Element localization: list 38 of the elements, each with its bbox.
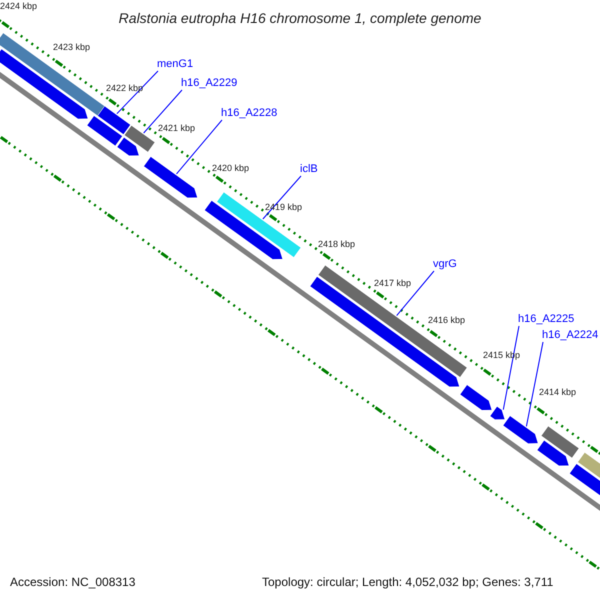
gene-feature bbox=[216, 192, 302, 258]
scale-label: 2423 kbp bbox=[53, 43, 90, 52]
leader-line bbox=[116, 70, 158, 114]
leader-line bbox=[262, 176, 302, 220]
gene-feature bbox=[116, 137, 140, 156]
leader-line bbox=[526, 342, 544, 427]
gene-feature bbox=[536, 440, 570, 466]
scale-label: 2414 kbp bbox=[539, 388, 576, 397]
gene-label: h16_A2224 bbox=[542, 330, 598, 341]
scale-label: 2420 kbp bbox=[212, 164, 250, 173]
gene-feature bbox=[490, 406, 506, 420]
gene-label: vgrG bbox=[433, 259, 457, 270]
gene-label: h16_A2225 bbox=[518, 314, 574, 325]
leader-line bbox=[143, 90, 182, 134]
gene-feature bbox=[0, 32, 105, 116]
gene-label: iclB bbox=[300, 164, 318, 175]
scale-label: 2421 kbp bbox=[158, 124, 196, 133]
leader-line bbox=[502, 326, 520, 410]
footer-text: Topology: circular; Length: 4,052,032 bp; Genes: 3,711 bbox=[262, 576, 554, 588]
gene-label: h16_A2229 bbox=[181, 78, 238, 89]
gene-feature bbox=[204, 200, 283, 260]
gene-feature bbox=[94, 104, 131, 135]
gene-feature bbox=[124, 125, 156, 152]
leader-line bbox=[176, 120, 222, 174]
scale-label: 2416 kbp bbox=[428, 316, 466, 325]
gene-feature bbox=[143, 156, 198, 198]
scale-label: 2418 kbp bbox=[318, 240, 356, 249]
gene-label: menG1 bbox=[157, 59, 194, 70]
gene-feature bbox=[86, 115, 123, 146]
scale-label: 2417 kbp bbox=[374, 279, 412, 288]
gene-label: h16_A2228 bbox=[221, 108, 278, 119]
title: Ralstonia eutropha H16 chromosome 1, complete genome bbox=[118, 11, 482, 25]
scale-label: 2424 kbp bbox=[0, 2, 38, 11]
gene-feature bbox=[460, 384, 492, 411]
gene-feature bbox=[540, 426, 580, 458]
footer-text: Accession: NC_008313 bbox=[10, 576, 136, 588]
gene-feature bbox=[502, 416, 538, 444]
leader-line bbox=[396, 270, 434, 316]
